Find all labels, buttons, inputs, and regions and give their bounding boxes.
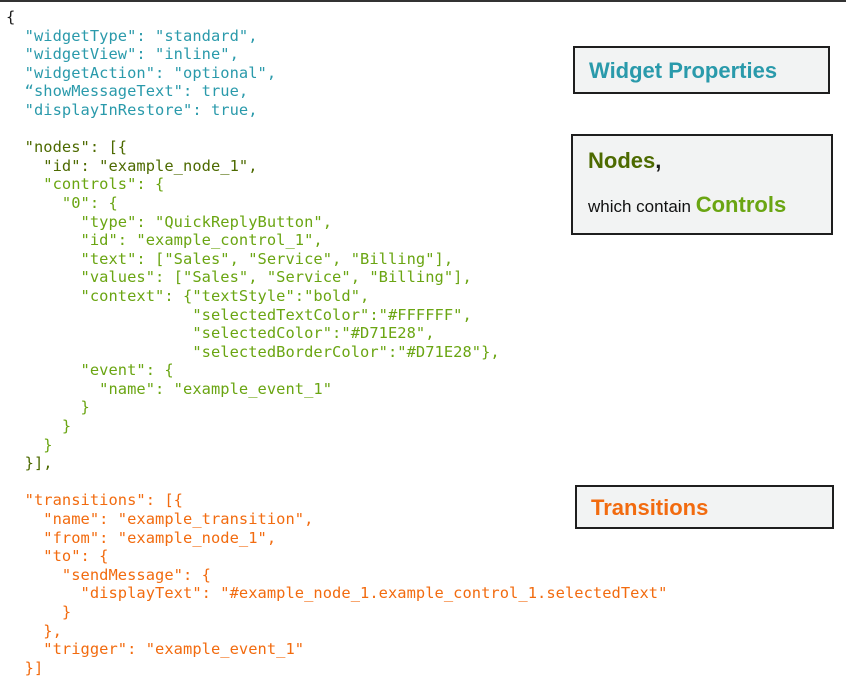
code-line: "id": "example_control_1",	[6, 231, 323, 250]
nodes-comma: ,	[655, 148, 662, 173]
code-line: "widgetType": "standard",	[6, 26, 258, 45]
code-line: "sendMessage": {	[6, 565, 211, 584]
transitions-label: Transitions	[591, 495, 709, 520]
code-line: "displayInRestore": true,	[6, 100, 258, 119]
widget-properties-label: Widget Properties	[589, 58, 778, 83]
code-line: "to": {	[6, 547, 109, 566]
code-line: "0": {	[6, 193, 118, 212]
json-code-listing: { "widgetType": "standard", "widgetView"…	[6, 8, 667, 677]
code-line: "id": "example_node_1",	[6, 156, 258, 175]
code-line: "event": {	[6, 361, 174, 380]
transitions-callout: Transitions	[575, 485, 834, 529]
code-line: }],	[6, 454, 53, 473]
code-line: "name": "example_event_1"	[6, 379, 333, 398]
code-line	[6, 120, 667, 139]
code-line: "context": {"textStyle":"bold",	[6, 286, 370, 305]
code-line: {	[6, 8, 16, 26]
code-line: "text": ["Sales", "Service", "Billing"],	[6, 249, 454, 268]
code-line: "selectedBorderColor":"#D71E28"},	[6, 342, 500, 361]
code-line: "trigger": "example_event_1"	[6, 640, 305, 659]
code-line: "transitions": [{	[6, 491, 184, 510]
code-line: "name": "example_transition",	[6, 510, 314, 529]
nodes-callout: Nodes, which contain Controls	[571, 134, 833, 235]
code-line: "displayText": "#example_node_1.example_…	[6, 584, 668, 603]
code-line: }]	[6, 658, 44, 677]
code-line: "nodes": [{	[6, 138, 128, 157]
code-line: },	[6, 621, 62, 640]
code-line: "selectedColor":"#D71E28",	[6, 324, 435, 343]
code-line: "selectedTextColor":"#FFFFFF",	[6, 305, 472, 324]
controls-label: Controls	[695, 192, 787, 217]
code-line: "values": ["Sales", "Service", "Billing"…	[6, 268, 472, 287]
code-line: "widgetAction": "optional",	[6, 63, 277, 82]
code-line: }	[6, 398, 90, 417]
code-line: "widgetView": "inline",	[6, 45, 239, 64]
code-line: “showMessageText": true,	[6, 82, 249, 101]
code-line	[6, 473, 667, 492]
code-line: }	[6, 417, 72, 436]
code-line: "controls": {	[6, 175, 165, 194]
code-line: }	[6, 603, 72, 621]
code-line: "type": "QuickReplyButton",	[6, 212, 333, 231]
code-line: "from": "example_node_1",	[6, 528, 277, 547]
widget-properties-callout: Widget Properties	[573, 46, 830, 94]
which-contain-text: which contain	[588, 197, 696, 216]
code-line: }	[6, 435, 53, 454]
nodes-label: Nodes	[588, 148, 656, 173]
